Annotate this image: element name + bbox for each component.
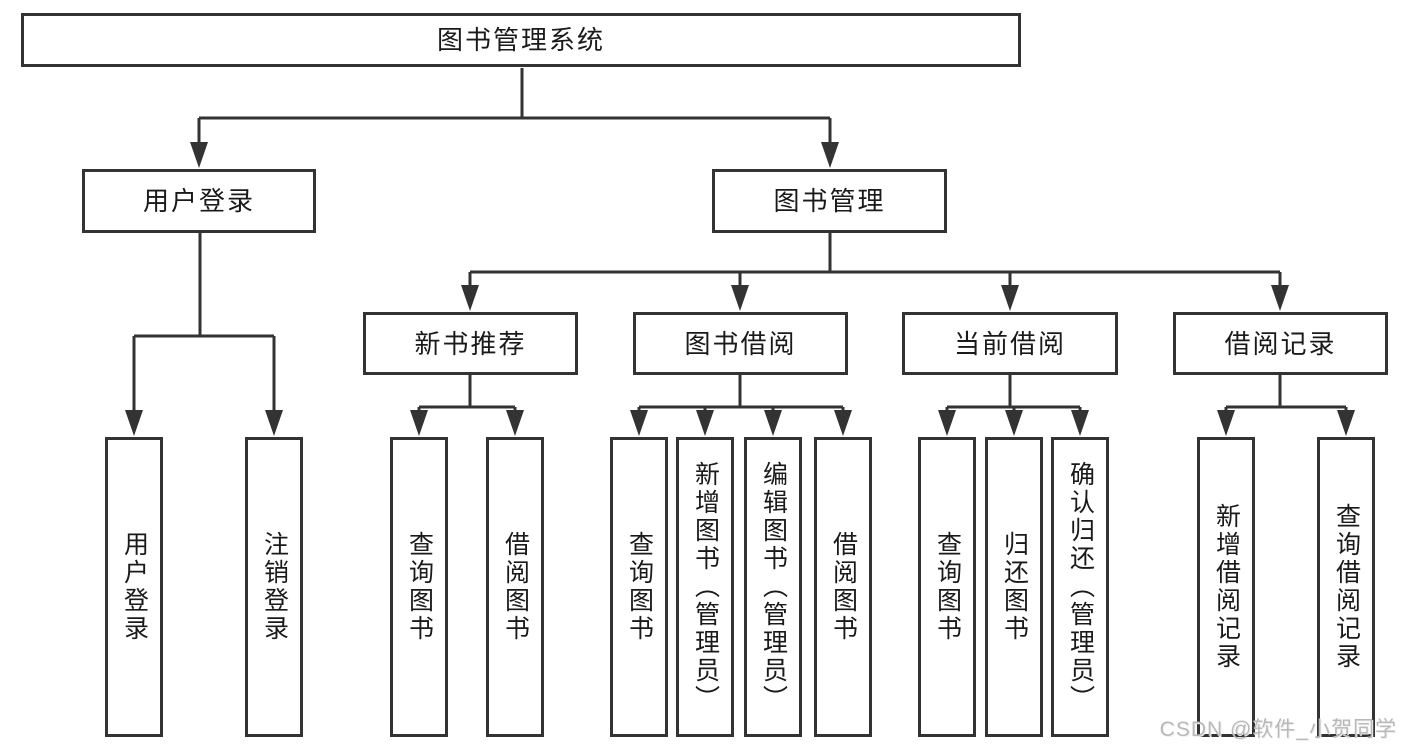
node-borrowing-records: 借阅记录	[1173, 312, 1388, 375]
node-book-borrowing: 图书借阅	[633, 312, 848, 375]
leaf-query-borrow-record: 查询借阅记录	[1317, 437, 1375, 737]
watermark: CSDN @软件_小贺同学	[1159, 718, 1397, 741]
node-current-borrowing: 当前借阅	[902, 312, 1118, 375]
node-user-login: 用户登录	[82, 169, 316, 233]
node-new-book-recommendation: 新书推荐	[363, 312, 578, 375]
leaf-user-login: 用户登录	[105, 437, 163, 737]
node-book-management: 图书管理	[712, 169, 947, 233]
leaf-recommend-borrow-book: 借阅图书	[486, 437, 544, 737]
leaf-add-book-admin: 新增图书（管理员）	[676, 437, 734, 737]
leaf-borrowing-borrow-book: 借阅图书	[814, 437, 872, 737]
arrowhead-icons	[125, 142, 1355, 436]
leaf-borrowing-query-book: 查询图书	[610, 437, 668, 737]
leaf-recommend-query-book: 查询图书	[390, 437, 448, 737]
leaf-logout: 注销登录	[245, 437, 303, 737]
node-library-management-system: 图书管理系统	[21, 13, 1021, 67]
leaf-return-book: 归还图书	[985, 437, 1043, 737]
leaf-current-query-book: 查询图书	[918, 437, 976, 737]
leaf-add-borrow-record: 新增借阅记录	[1197, 437, 1255, 737]
leaf-confirm-return-admin: 确认归还（管理员）	[1051, 437, 1109, 737]
leaf-edit-book-admin: 编辑图书（管理员）	[744, 437, 802, 737]
